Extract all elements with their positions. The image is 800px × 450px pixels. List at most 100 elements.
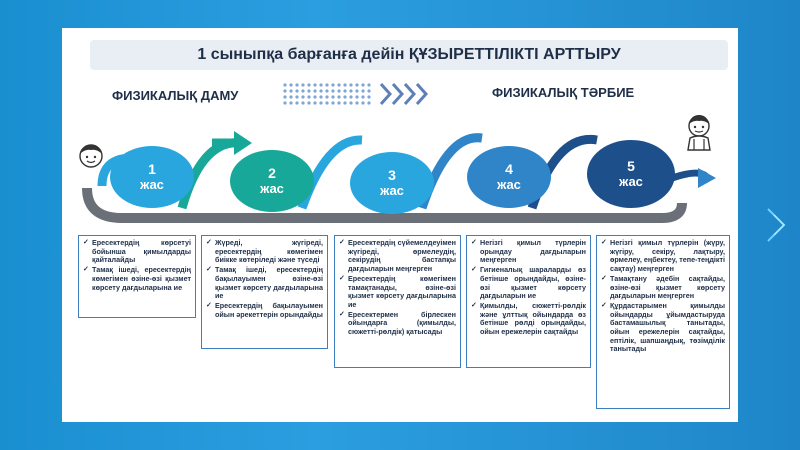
list-item: Тамақтану әдебін сақтайды, өзіне-өзі қыз… bbox=[601, 274, 725, 301]
stage-number: 3 bbox=[388, 167, 396, 183]
stage-5-description: Негізгі қимыл түрлерін (жүру, жүгіру, се… bbox=[596, 235, 730, 409]
pattern-dot bbox=[349, 101, 353, 105]
pattern-dot bbox=[343, 83, 347, 87]
pattern-dot bbox=[349, 95, 353, 99]
list-item: Тамақ ішеді, ересектердің бақылауымен өз… bbox=[206, 265, 323, 301]
pattern-dot bbox=[361, 89, 365, 93]
list-item: Ересектердің көмегімен тамақтанады, өзін… bbox=[339, 274, 456, 310]
pattern-dot bbox=[355, 83, 359, 87]
stage-circle-5: 5 жас bbox=[587, 140, 675, 208]
list-item: Гигиеналық шараларды өз бетінше орындайд… bbox=[471, 265, 586, 301]
label-physical-development: ФИЗИКАЛЫҚ ДАМУ bbox=[112, 88, 239, 103]
pattern-dot bbox=[283, 101, 287, 105]
pattern-dot bbox=[349, 89, 353, 93]
pattern-dot bbox=[307, 89, 311, 93]
stage-unit: жас bbox=[260, 181, 284, 196]
pattern-dot bbox=[295, 95, 299, 99]
slide-corner-arrow-icon bbox=[767, 208, 786, 242]
pattern-dot bbox=[283, 89, 287, 93]
pattern-dot bbox=[361, 101, 365, 105]
stage-3-description: Ересектердің сүйемелдеуімен жүгіреді, өр… bbox=[334, 235, 461, 368]
pattern-dot bbox=[337, 101, 341, 105]
pattern-dot bbox=[283, 95, 287, 99]
pattern-dot bbox=[361, 95, 365, 99]
list-item: Құрдастарымен қимылды ойындарды ұйымдаст… bbox=[601, 301, 725, 354]
pattern-dot bbox=[361, 83, 365, 87]
stage-unit: жас bbox=[497, 177, 521, 192]
pattern-dot bbox=[289, 89, 293, 93]
pattern-dot bbox=[295, 101, 299, 105]
dotted-pattern-icon bbox=[283, 83, 371, 105]
pattern-dot bbox=[355, 95, 359, 99]
stage-number: 4 bbox=[505, 161, 513, 177]
pattern-dot bbox=[343, 95, 347, 99]
pattern-dot bbox=[301, 101, 305, 105]
pattern-dot bbox=[343, 89, 347, 93]
pattern-dot bbox=[325, 83, 329, 87]
stage-number: 1 bbox=[148, 161, 156, 177]
list-item: Ересектердің көрсетуі бойынша қимылдарды… bbox=[83, 238, 191, 265]
pattern-dot bbox=[319, 95, 323, 99]
pattern-dot bbox=[283, 83, 287, 87]
page-title: 1 сыныпқа барғанға дейін ҚҰЗЫРЕТТІЛІКТІ … bbox=[90, 40, 728, 70]
pattern-dot bbox=[307, 101, 311, 105]
pattern-dot bbox=[367, 101, 371, 105]
list-item: Ересектермен бірлескен ойындарға (қимылд… bbox=[339, 310, 456, 337]
pattern-dot bbox=[331, 89, 335, 93]
pattern-dot bbox=[355, 101, 359, 105]
label-physical-education: ФИЗИКАЛЫҚ ТӘРБИЕ bbox=[492, 85, 635, 100]
pattern-dot bbox=[331, 95, 335, 99]
list-item: Тамақ ішеді, ересектердің көмегімен өзін… bbox=[83, 265, 191, 292]
pattern-dot bbox=[337, 83, 341, 87]
pattern-dot bbox=[325, 101, 329, 105]
pattern-dot bbox=[355, 89, 359, 93]
pattern-dot bbox=[295, 83, 299, 87]
list-item: Ересектердің бақылауымен ойын әрекеттері… bbox=[206, 301, 323, 319]
pattern-dot bbox=[307, 83, 311, 87]
pattern-dot bbox=[337, 89, 341, 93]
stage-1-description: Ересектердің көрсетуі бойынша қимылдарды… bbox=[78, 235, 196, 318]
stage-unit: жас bbox=[140, 177, 164, 192]
pattern-dot bbox=[289, 95, 293, 99]
pattern-dot bbox=[343, 101, 347, 105]
stage-circle-1: 1 жас bbox=[110, 146, 194, 208]
pattern-dot bbox=[367, 95, 371, 99]
stage-circle-4: 4 жас bbox=[467, 146, 551, 208]
list-item: Ересектердің сүйемелдеуімен жүгіреді, өр… bbox=[339, 238, 456, 274]
pattern-dot bbox=[325, 95, 329, 99]
pattern-dot bbox=[313, 95, 317, 99]
pattern-dot bbox=[289, 101, 293, 105]
pattern-dot bbox=[295, 89, 299, 93]
pattern-dot bbox=[367, 89, 371, 93]
list-item: Жүреді, жүгіреді, ересектердің көмегімен… bbox=[206, 238, 323, 265]
pattern-dot bbox=[337, 95, 341, 99]
list-item: Негізгі қимыл түрлерін (жүру, жүгіру, се… bbox=[601, 238, 725, 274]
stage-circle-2: 2 жас bbox=[230, 150, 314, 212]
stage-number: 2 bbox=[268, 165, 276, 181]
pattern-dot bbox=[301, 89, 305, 93]
pattern-dot bbox=[367, 83, 371, 87]
pattern-dot bbox=[319, 101, 323, 105]
schoolchild-icon bbox=[687, 115, 711, 151]
pattern-dot bbox=[313, 83, 317, 87]
stage-2-description: Жүреді, жүгіреді, ересектердің көмегімен… bbox=[201, 235, 328, 349]
pattern-dot bbox=[301, 83, 305, 87]
stage-unit: жас bbox=[380, 183, 404, 198]
pattern-dot bbox=[331, 83, 335, 87]
stage-number: 5 bbox=[627, 158, 635, 174]
pattern-dot bbox=[319, 89, 323, 93]
pattern-dot bbox=[307, 95, 311, 99]
stage-unit: жас bbox=[619, 174, 643, 189]
pattern-dot bbox=[313, 89, 317, 93]
child-face-icon bbox=[79, 144, 103, 168]
pattern-dot bbox=[331, 101, 335, 105]
stage-4-description: Негізгі қимыл түрлерін орындау дағдылары… bbox=[466, 235, 591, 368]
pattern-dot bbox=[349, 83, 353, 87]
pattern-dot bbox=[319, 83, 323, 87]
list-item: Негізгі қимыл түрлерін орындау дағдылары… bbox=[471, 238, 586, 265]
slide-canvas: 1 сыныпқа барғанға дейін ҚҰЗЫРЕТТІЛІКТІ … bbox=[62, 28, 738, 422]
stage-circle-3: 3 жас bbox=[350, 152, 434, 214]
chevrons-arrow-icon bbox=[379, 82, 429, 106]
pattern-dot bbox=[325, 89, 329, 93]
list-item: Қимылды, сюжетті-рөлдік және ұлттық ойын… bbox=[471, 301, 586, 337]
